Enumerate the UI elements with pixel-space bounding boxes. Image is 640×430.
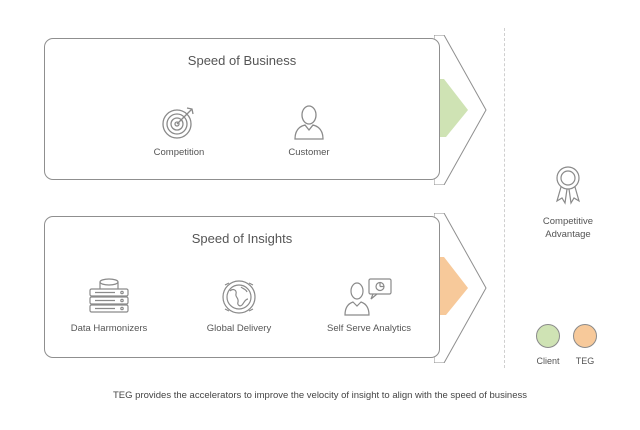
legend-teg: TEG	[565, 324, 605, 366]
legend-client: Client	[528, 324, 568, 366]
panel-title: Speed of Business	[187, 53, 297, 68]
self-serve-analytics-item: Self Serve Analytics	[309, 277, 429, 334]
customer-item: Customer	[249, 103, 369, 158]
client-label: Client	[536, 356, 560, 366]
competitive-advantage-label: Competitive Advantage	[530, 215, 606, 241]
analytics-person-icon	[344, 278, 392, 316]
insights-arrow	[434, 213, 487, 363]
panel-title: Speed of Insights	[191, 231, 293, 246]
client-swatch	[536, 324, 560, 348]
teg-swatch	[573, 324, 597, 348]
caption-text: TEG provides the accelerators to improve…	[113, 390, 527, 401]
customer-label: Customer	[288, 147, 330, 158]
advantage-line1: Competitive	[542, 216, 594, 227]
divider-line	[504, 28, 505, 368]
data-harmonizers-item: Data Harmonizers	[49, 277, 169, 334]
teg-label: TEG	[575, 356, 595, 366]
speed-of-business-panel: Speed of Business Competition Customer	[44, 38, 440, 180]
global-delivery-item: Global Delivery	[179, 277, 299, 334]
competition-label: Competition	[153, 147, 205, 158]
competition-item: Competition	[119, 103, 239, 158]
data-harmonizers-label: Data Harmonizers	[70, 323, 148, 334]
award-ribbon-icon	[556, 166, 580, 205]
competitive-advantage: Competitive Advantage	[530, 165, 606, 241]
globe-icon	[222, 280, 256, 314]
target-icon	[162, 107, 194, 139]
server-stack-icon	[89, 278, 129, 313]
business-arrow	[434, 35, 487, 185]
global-delivery-label: Global Delivery	[206, 323, 272, 334]
advantage-line2: Advantage	[545, 229, 591, 240]
speed-of-insights-panel: Speed of Insights Data Harmonizers	[44, 216, 440, 358]
self-serve-analytics-label: Self Serve Analytics	[327, 323, 411, 334]
person-icon	[294, 105, 324, 140]
